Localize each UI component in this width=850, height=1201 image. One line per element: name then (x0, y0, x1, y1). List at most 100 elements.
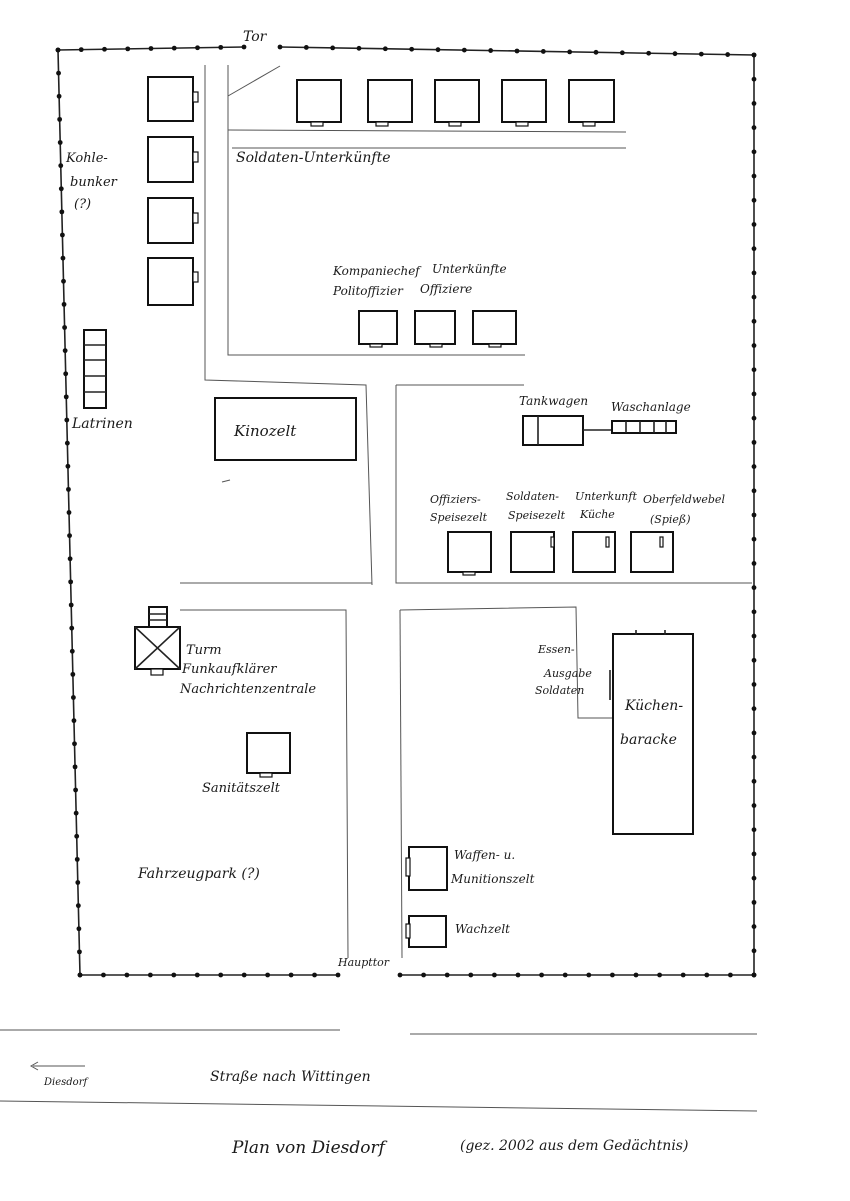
fence-post (728, 972, 733, 978)
kitchen-barrack (609, 630, 694, 835)
fence-post (698, 51, 704, 57)
fence-post (77, 972, 83, 978)
direction-label: Diesdorf (43, 1077, 89, 1088)
fence-post (725, 52, 731, 57)
fence-post (57, 116, 63, 122)
fence-post (61, 301, 67, 307)
fence-post (64, 440, 70, 446)
perimeter-fence (55, 44, 757, 978)
fence-post (68, 579, 74, 585)
fence-post (751, 730, 757, 736)
fence-post (73, 810, 79, 816)
fence-post (60, 255, 66, 261)
fence-post (277, 44, 283, 50)
fence-post (751, 657, 757, 663)
coal-bunkers (147, 76, 199, 306)
fence-post (241, 972, 247, 978)
fence-post (751, 125, 757, 131)
fence-post (751, 561, 757, 566)
soldier-quarters (296, 79, 615, 127)
fence-post (63, 371, 69, 377)
fence-post (672, 51, 678, 57)
gate-label: Tor (243, 29, 268, 45)
fence-post (64, 417, 70, 423)
fence-post (751, 52, 757, 58)
fence-post (56, 93, 62, 99)
fence-post (751, 512, 757, 518)
fence-post (171, 45, 177, 51)
plan-note: (gez. 2002 aus dem Gedächtnis) (460, 1138, 688, 1154)
fence-post (751, 778, 757, 784)
fence-post (751, 222, 757, 227)
road (0, 1029, 758, 1112)
fence-post (102, 46, 107, 52)
fence-post (680, 972, 686, 978)
fence-post (751, 270, 757, 276)
road-label: Straße nach Wittingen (210, 1069, 371, 1085)
medical-tent (246, 732, 291, 774)
fence-posts (55, 44, 757, 978)
fence-post (444, 972, 450, 978)
fence-post (75, 903, 81, 909)
fence-post (74, 856, 80, 862)
guard-tent (408, 915, 447, 948)
fence-post (312, 972, 317, 978)
main-gate-label: Haupttor (337, 956, 390, 969)
fence-post (751, 972, 757, 978)
fence-post (356, 45, 362, 51)
fence-post (610, 972, 615, 978)
fence-post (633, 972, 639, 978)
latrines (83, 329, 107, 409)
fence-post (593, 49, 599, 55)
fence-post (69, 648, 75, 654)
fence-post (67, 533, 72, 539)
fence-post (67, 556, 73, 562)
fence-post (751, 851, 757, 857)
fence-post (66, 510, 72, 515)
fence-post (704, 972, 710, 978)
fence-post (66, 486, 71, 492)
fence-post (55, 47, 61, 53)
fence-post (148, 46, 154, 51)
mess-labels: Offiziers- Speisezelt Soldaten- Speiseze… (430, 490, 728, 526)
soldier-quarters-label: Soldaten-Unterkünfte (236, 150, 391, 166)
fence-post (77, 949, 82, 955)
fence-post (515, 972, 521, 978)
fence-post (539, 972, 544, 978)
kitchen-barrack-label: Küchen- baracke (620, 698, 688, 748)
fence-post (125, 46, 131, 52)
fence-post (468, 972, 474, 978)
fence-post (751, 149, 757, 155)
fence-post (265, 972, 271, 978)
fence-post (751, 415, 757, 421)
fence-post (76, 926, 82, 932)
fence-post (58, 163, 64, 169)
fence-post (58, 186, 64, 192)
fence-post (751, 101, 757, 106)
fence-post (751, 585, 757, 591)
fence-post (65, 463, 71, 469)
mess-tents (447, 531, 674, 576)
fence-post (751, 76, 757, 82)
fence-post (56, 70, 61, 76)
internal-paths (180, 65, 752, 959)
fence-post (303, 45, 309, 50)
fence-post (751, 294, 757, 300)
fence-post (586, 972, 592, 978)
cinema-label: Kinozelt (233, 422, 297, 440)
fence-post (751, 682, 757, 687)
fence-post (751, 343, 757, 348)
tanker-truck (522, 415, 584, 446)
fence-post (57, 140, 63, 145)
fence-post (751, 318, 757, 324)
fence-post (171, 972, 177, 978)
fence-post (751, 464, 757, 469)
weapons-tent (408, 846, 448, 891)
fence-post (63, 394, 69, 400)
fence-post (751, 948, 757, 954)
fence-post (75, 880, 81, 885)
fence-post (514, 48, 520, 54)
fence-post (492, 972, 497, 978)
fence-post (62, 325, 67, 330)
